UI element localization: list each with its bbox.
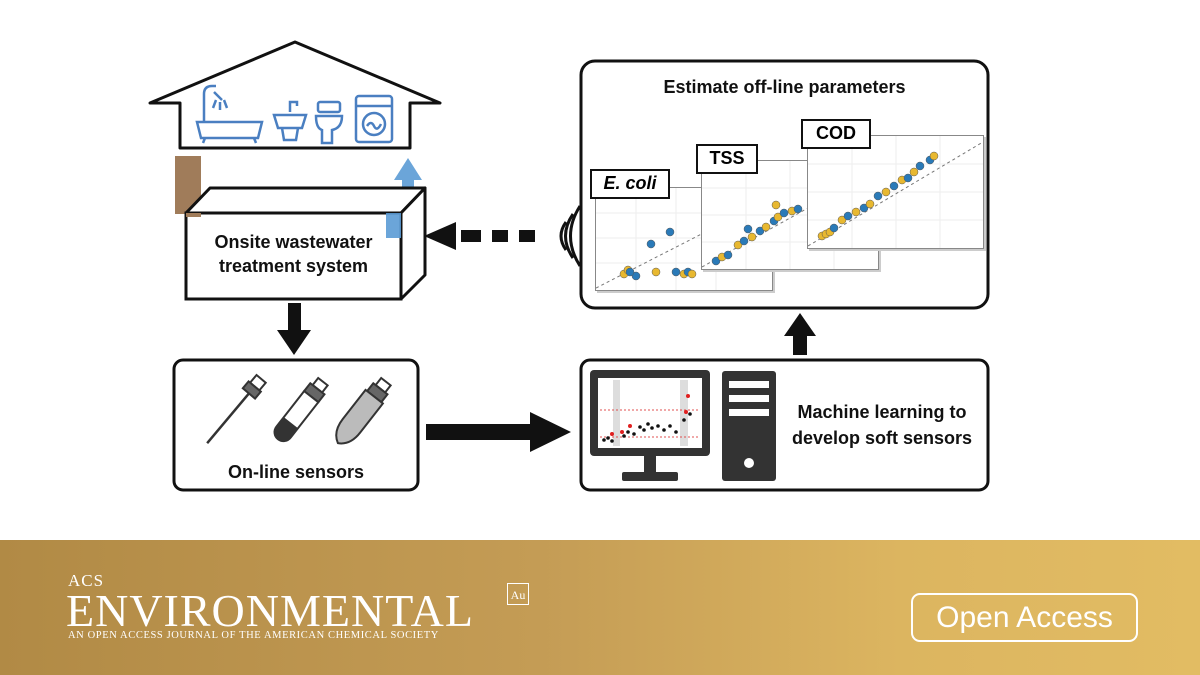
bathtub-icon xyxy=(195,84,264,144)
arrow-right-sensors xyxy=(426,412,571,452)
au-badge: Au xyxy=(507,583,529,605)
monitor-icon xyxy=(590,370,710,481)
washing-machine-icon xyxy=(354,94,394,144)
treatment-label-line2: treatment system xyxy=(218,256,369,276)
panel-tag-tss: TSS xyxy=(696,144,758,174)
treatment-label-line1: Onsite wastewater xyxy=(214,232,373,252)
sensors-label: On-line sensors xyxy=(227,462,365,482)
journal-tagline: AN OPEN ACCESS JOURNAL OF THE AMERICAN C… xyxy=(68,630,439,641)
wireless-signal-icon xyxy=(559,205,582,267)
acs-wordmark: ACS xyxy=(68,571,105,590)
dashed-arrow xyxy=(424,222,535,250)
panel-tag-ecoli: E. coli xyxy=(590,169,670,199)
journal-banner xyxy=(0,540,1200,675)
house xyxy=(148,40,442,150)
computer-tower-icon xyxy=(722,371,776,481)
ml-label-line1: Machine learning to xyxy=(797,402,967,422)
journal-title: ENVIRONMENTAL xyxy=(66,585,474,636)
probe-icon xyxy=(273,376,330,443)
ml-label-line2: develop soft sensors xyxy=(791,428,973,448)
probe-icon xyxy=(335,376,393,445)
cod-panel xyxy=(807,135,984,249)
arrow-down-treatment xyxy=(277,303,311,355)
cod-scatter xyxy=(807,136,984,248)
open-access-badge[interactable]: Open Access xyxy=(911,593,1138,642)
arrow-up-ml xyxy=(784,313,816,355)
sink-icon xyxy=(272,100,308,142)
panel-tag-cod: COD xyxy=(801,119,871,149)
probe-icon xyxy=(206,373,268,445)
treatment-system-box xyxy=(184,186,427,301)
toilet-icon xyxy=(314,100,344,145)
ecoli-scatter xyxy=(595,188,773,290)
estimate-title: Estimate off-line parameters xyxy=(663,77,906,97)
